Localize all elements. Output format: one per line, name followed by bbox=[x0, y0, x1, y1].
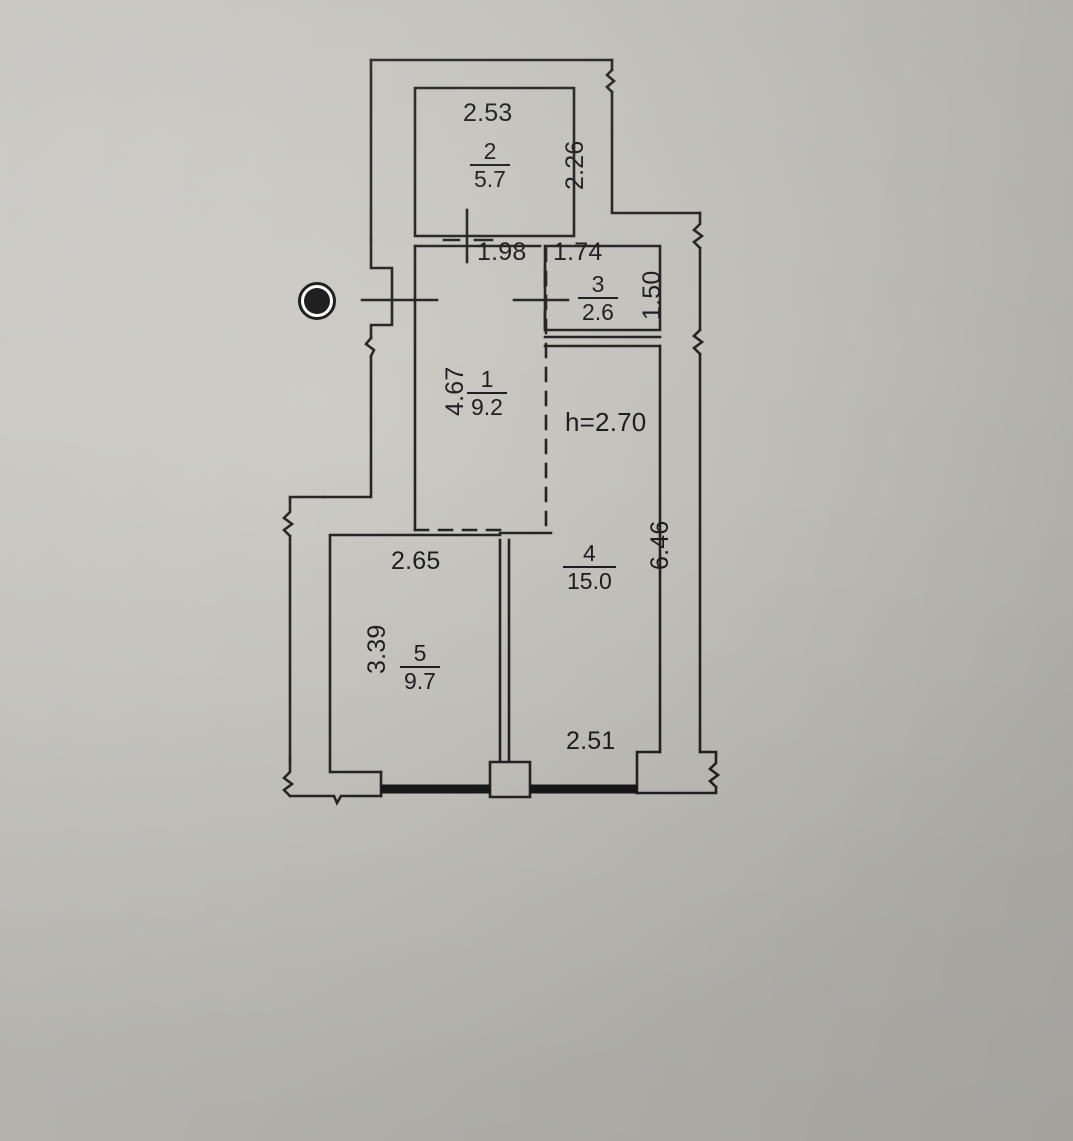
room-4-label: 4 15.0 bbox=[563, 541, 616, 593]
outer-wall-right-notch-lower bbox=[692, 328, 705, 754]
outer-wall-right-notch-upper bbox=[692, 211, 705, 332]
room-5-number: 5 bbox=[400, 641, 440, 669]
room-4-area: 15.0 bbox=[567, 568, 612, 595]
room-2-label: 2 5.7 bbox=[470, 139, 510, 191]
room-3-number: 3 bbox=[578, 272, 618, 300]
room-2-area: 5.7 bbox=[474, 166, 506, 193]
dimension-2-51: 2.51 bbox=[566, 727, 616, 755]
room-1-label: 1 9.2 bbox=[467, 367, 507, 419]
dimension-6-46: 6.46 bbox=[646, 520, 674, 570]
room-5-walls bbox=[328, 533, 502, 774]
room-1-number: 1 bbox=[467, 367, 507, 395]
dimension-1-50: 1.50 bbox=[638, 270, 666, 320]
outer-wall-right-bottom bbox=[635, 750, 721, 795]
wall-outline-group bbox=[282, 58, 721, 806]
room-2-number: 2 bbox=[470, 139, 510, 167]
dimension-1-74: 1.74 bbox=[553, 238, 603, 266]
room-2-walls bbox=[413, 86, 576, 238]
dimension-2-65: 2.65 bbox=[391, 547, 441, 575]
dimension-1-98: 1.98 bbox=[477, 238, 527, 266]
outer-wall-left-window bbox=[369, 238, 394, 340]
balcony-box bbox=[488, 760, 532, 799]
room-5-area: 9.7 bbox=[404, 668, 436, 695]
room-3-area: 2.6 bbox=[582, 299, 614, 326]
outer-wall-left-bottom bbox=[282, 758, 383, 806]
ceiling-height-label: h=2.70 bbox=[565, 407, 647, 437]
outer-wall-left-notch-mid bbox=[322, 336, 376, 499]
room-4-number: 4 bbox=[563, 541, 616, 569]
room-3-label: 3 2.6 bbox=[578, 272, 618, 324]
outer-wall-upper-right bbox=[605, 58, 702, 215]
dimension-4-67: 4.67 bbox=[441, 366, 469, 416]
entrance-marker bbox=[298, 282, 336, 320]
outer-wall-left-lower-notch bbox=[282, 495, 326, 762]
dimension-2-26: 2.26 bbox=[561, 140, 589, 190]
room-4-bottom-right-return bbox=[635, 750, 662, 795]
room-5-label: 5 9.7 bbox=[400, 641, 440, 693]
dimension-3-39: 3.39 bbox=[363, 624, 391, 674]
dimension-2-53: 2.53 bbox=[463, 99, 513, 127]
room-1-area: 9.2 bbox=[471, 394, 503, 421]
